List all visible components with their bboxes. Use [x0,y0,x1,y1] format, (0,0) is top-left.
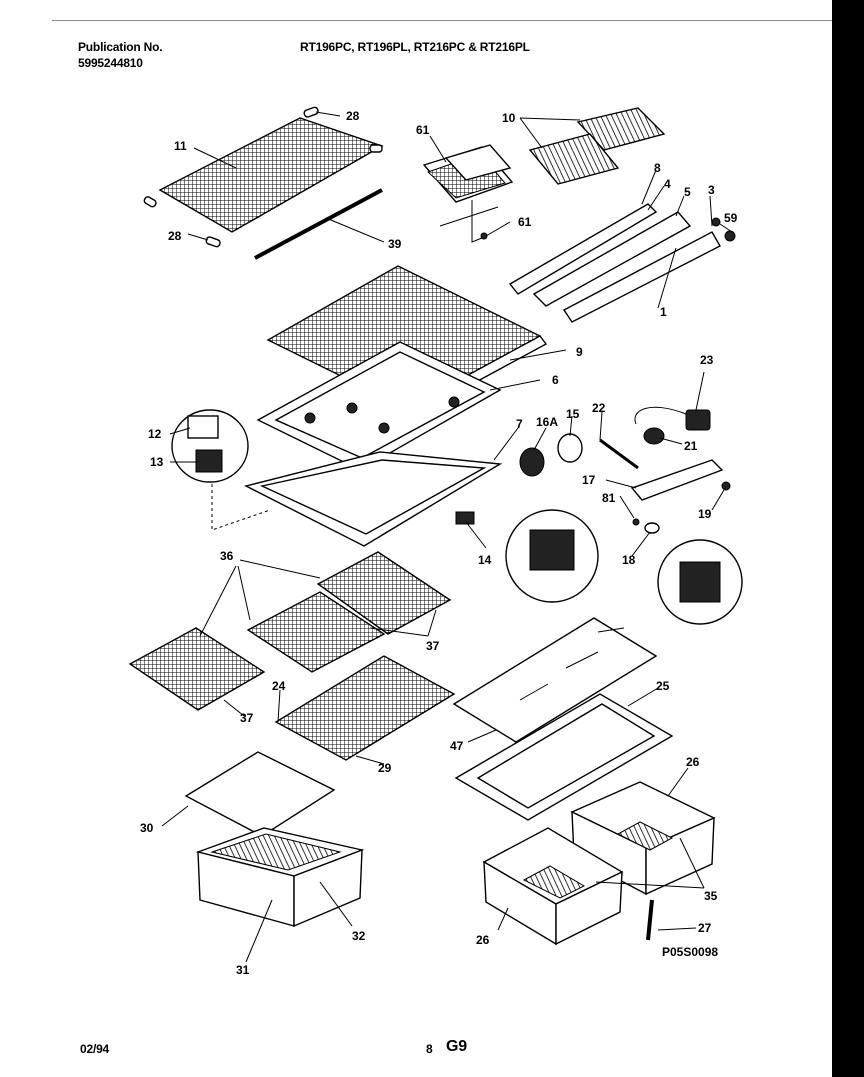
callout-32: 32 [352,929,366,943]
callout-59: 59 [724,211,738,225]
callout-39: 39 [388,237,402,251]
callout-28a: 28 [346,109,360,123]
callout-14: 14 [478,553,492,567]
callout-61b: 61 [518,215,532,229]
page-edge-bar [832,0,864,1077]
callout-37a: 37 [426,639,440,653]
ice-bin [422,144,514,243]
freezer-wire-shelf [143,106,384,260]
callout-16a: 16A [536,415,558,429]
crisper-frame [244,451,503,547]
frame-top-line [52,20,832,21]
callout-29: 29 [378,761,392,775]
callout-10: 10 [502,111,516,125]
callout-26b: 26 [476,933,490,947]
callout-24: 24 [272,679,286,693]
callout-12: 12 [148,427,162,441]
shelf-frame [256,341,502,471]
footer-page: 8 [426,1042,433,1056]
callout-18: 18 [622,553,636,567]
callout-4: 4 [664,177,671,191]
callout-17: 17 [582,473,596,487]
publication-label: Publication No. [78,40,163,54]
detail-circle-switch [657,539,743,625]
callout-labels: 28 11 61 10 8 4 5 3 59 28 39 61 1 9 23 6… [140,109,738,977]
callout-31: 31 [236,963,250,977]
callout-81: 81 [602,491,616,505]
callout-6: 6 [552,373,559,387]
ice-trays [528,107,666,185]
model-numbers: RT196PC, RT196PL, RT216PC & RT216PL [300,40,530,54]
exploded-parts-diagram: 28 11 61 10 8 4 5 3 59 28 39 61 1 9 23 6… [128,106,743,977]
detail-circle-lamp [505,509,599,603]
callout-23: 23 [700,353,714,367]
control-parts [455,406,731,534]
callout-27: 27 [698,921,712,935]
shelf-rails [508,203,736,323]
callout-7: 7 [516,417,523,431]
callout-25: 25 [656,679,670,693]
callout-3: 3 [708,183,715,197]
callout-47: 47 [450,739,464,753]
callout-21: 21 [684,439,698,453]
callout-61a: 61 [416,123,430,137]
callout-5: 5 [684,185,691,199]
leader-lines [161,111,733,963]
screw [646,899,654,941]
meat-pan [195,827,365,928]
callout-28b: 28 [168,229,182,243]
callout-26a: 26 [686,755,700,769]
crisper-drawers [482,781,716,946]
callout-15: 15 [566,407,580,421]
detail-circle-left [171,409,271,531]
callout-22: 22 [592,401,606,415]
crisper-cover [452,617,674,821]
wire-shelves [128,551,456,761]
callout-30: 30 [140,821,154,835]
callout-9: 9 [576,345,583,359]
callout-36: 36 [220,549,234,563]
callout-11: 11 [174,139,187,153]
callout-8: 8 [654,161,661,175]
publication-number: 5995244810 [78,56,143,70]
callout-13: 13 [150,455,164,469]
callout-37b: 37 [240,711,254,725]
footer-section: G9 [446,1038,467,1055]
callout-19: 19 [698,507,712,521]
callout-1: 1 [660,305,667,319]
meat-pan-cover [184,751,336,837]
drawing-number: P05S0098 [662,945,718,959]
footer-date: 02/94 [80,1042,110,1056]
callout-35: 35 [704,889,718,903]
